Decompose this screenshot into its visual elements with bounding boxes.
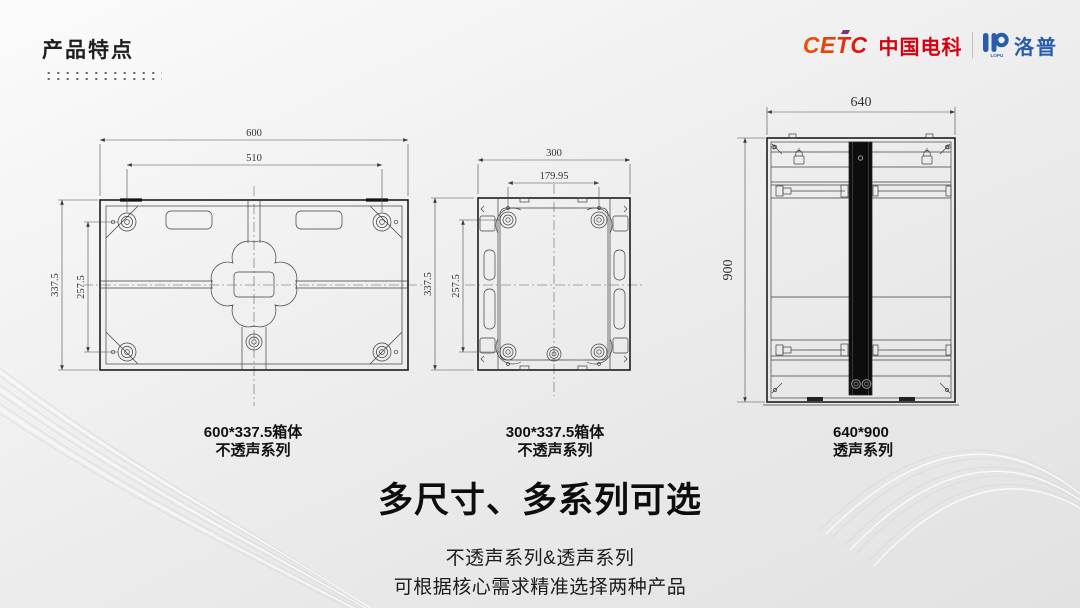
caption-line: 640*900 xyxy=(833,424,889,441)
dimension-width-510: 510 xyxy=(126,153,383,212)
subline-note: 可根据核心需求精准选择两种产品 xyxy=(393,577,687,598)
caption-640-cabinet: 640*900 透声系列 xyxy=(833,424,893,459)
center-clover-plate xyxy=(210,240,298,328)
lopu-chinese-name: 洛普 xyxy=(1014,36,1058,59)
dimension-width-300: 300 xyxy=(477,148,631,194)
title-dots-decoration xyxy=(44,70,162,81)
caption-300-cabinet: 300*337.5箱体 不透声系列 xyxy=(455,424,655,459)
dim-label-510: 510 xyxy=(246,153,262,164)
center-stripe xyxy=(848,141,873,396)
connector-rod-upper xyxy=(775,184,952,198)
dim-label-257: 257.5 xyxy=(76,275,87,299)
cetc-accent-mark-icon xyxy=(840,29,850,34)
corner-bolts xyxy=(110,212,399,362)
caption-line: 不透声系列 xyxy=(517,441,593,459)
dim-label-179: 179.95 xyxy=(540,171,569,182)
cetc-logo-text: CETC xyxy=(802,31,868,58)
dimension-height-337: 337.5 xyxy=(423,197,474,371)
drawing-300x337-cabinet: 300 179.95 337.5 257.5 xyxy=(423,148,644,396)
dim-label-337: 337.5 xyxy=(423,272,434,296)
page-title: 产品特点 xyxy=(42,39,134,62)
logo-divider xyxy=(971,32,973,58)
cetc-logo: CETC xyxy=(802,29,870,59)
side-tabs-and-slots xyxy=(479,205,629,363)
bottom-corner-hardware xyxy=(771,382,951,394)
brand-logos: CETC 中国电科 LOPU 洛普 xyxy=(802,29,1058,60)
dimension-width-640: 640 xyxy=(766,95,956,135)
caption-line: 透声系列 xyxy=(833,441,894,459)
top-lock-hardware xyxy=(771,143,951,165)
subline-series: 不透声系列&透声系列 xyxy=(445,548,635,569)
dim-label-300: 300 xyxy=(546,148,562,159)
cetc-chinese-name: 中国电科 xyxy=(878,36,963,59)
connector-rod-lower xyxy=(775,343,952,357)
dim-label-600: 600 xyxy=(246,128,262,139)
dimension-height-337: 337.5 xyxy=(50,199,98,371)
dimension-height-257: 257.5 xyxy=(76,221,118,353)
dim-label-337: 337.5 xyxy=(50,273,61,297)
dimension-height-257: 257.5 xyxy=(451,219,501,353)
centerlines xyxy=(83,186,422,406)
dimension-width-600: 600 xyxy=(99,128,409,196)
caption-line: 600*337.5箱体 xyxy=(203,424,303,441)
dim-label-900: 900 xyxy=(721,260,736,281)
dim-label-257: 257.5 xyxy=(451,274,462,298)
dimension-height-900: 900 xyxy=(721,137,765,403)
corner-bolts xyxy=(495,206,613,366)
headline: 多尺寸、多系列可选 xyxy=(377,481,702,520)
lopu-mark-icon: LOPU xyxy=(983,32,1009,58)
dimension-width-179: 179.95 xyxy=(507,171,600,210)
dim-label-640: 640 xyxy=(851,95,872,110)
lopu-mark-text: LOPU xyxy=(991,53,1004,58)
caption-600-cabinet: 600*337.5箱体 不透声系列 xyxy=(138,424,368,459)
lopu-logo: LOPU 洛普 xyxy=(982,31,1058,60)
caption-line: 不透声系列 xyxy=(215,441,291,459)
cabinet-outline xyxy=(477,197,631,371)
caption-line: 300*337.5箱体 xyxy=(505,424,605,441)
drawing-600x337-cabinet: 600 510 337.5 257.5 xyxy=(50,128,422,406)
drawing-640x900-cabinet: 640 900 xyxy=(721,95,959,406)
